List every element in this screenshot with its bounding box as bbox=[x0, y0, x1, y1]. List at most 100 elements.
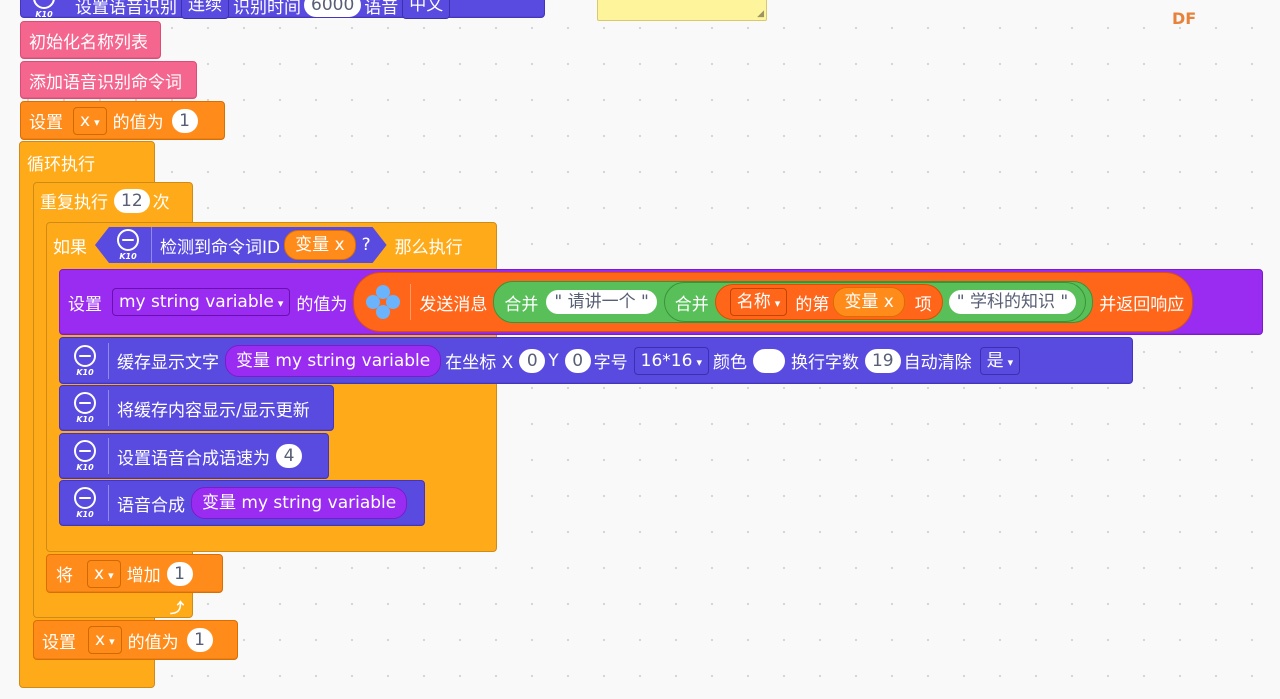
text2-input[interactable]: " 学科的知识 " bbox=[948, 290, 1077, 314]
change-label: 将 bbox=[56, 566, 73, 586]
item-label: 项 bbox=[914, 294, 932, 315]
coord-y-label: Y bbox=[548, 350, 559, 371]
caret-icon: ▾ bbox=[109, 635, 115, 648]
coord-x-label: 在坐标 X bbox=[445, 353, 514, 373]
lang-label: 语音 bbox=[364, 0, 399, 18]
clear-dropdown[interactable]: 是▾ bbox=[979, 346, 1021, 375]
k10-icon bbox=[74, 392, 96, 414]
caret-icon: ▾ bbox=[1007, 355, 1014, 369]
var-x-reporter[interactable]: 变量 x bbox=[833, 287, 905, 317]
comment-note[interactable]: ◢ bbox=[597, 0, 767, 21]
k10-icon bbox=[117, 229, 139, 251]
tts-label: 语音合成 bbox=[117, 495, 185, 516]
repeat-count-input[interactable]: 12 bbox=[114, 188, 150, 213]
join-reporter[interactable]: 合并 " 请讲一个 " 合并 名称▾ 的第 变量 x 项 " 学科的知识 " bbox=[493, 281, 1094, 323]
divider bbox=[108, 390, 109, 426]
init-names-label: 初始化名称列表 bbox=[29, 32, 148, 53]
k10-icon bbox=[74, 344, 96, 367]
k10-icon bbox=[74, 487, 96, 509]
value-label: 的值为 bbox=[296, 294, 348, 315]
add-commands-block[interactable]: 添加语音识别命令词 bbox=[20, 61, 197, 99]
tts-speed-block[interactable]: K10 设置语音合成语速为 4 bbox=[59, 433, 329, 479]
caret-icon: ▾ bbox=[94, 115, 100, 129]
question-mark: ? bbox=[361, 235, 371, 255]
k10-icon bbox=[33, 0, 55, 9]
add-commands-label: 添加语音识别命令词 bbox=[29, 72, 182, 93]
x-input[interactable]: 0 bbox=[519, 348, 546, 373]
cache-label: 缓存显示文字 bbox=[117, 353, 219, 373]
change-x-block[interactable]: 将 x▾ 增加 1 bbox=[46, 554, 223, 593]
speed-input[interactable]: 4 bbox=[276, 444, 302, 468]
k10-badge: K10 bbox=[68, 487, 102, 519]
value-input[interactable]: 1 bbox=[186, 628, 213, 652]
y-input[interactable]: 0 bbox=[564, 348, 591, 373]
set-x-block[interactable]: 设置 x▾ 的值为 1 bbox=[20, 101, 225, 140]
mode-dropdown[interactable]: 连续 bbox=[181, 0, 229, 19]
value-label: 的值为 bbox=[112, 113, 164, 133]
value-input[interactable]: 1 bbox=[171, 108, 198, 133]
caret-icon: ▾ bbox=[277, 297, 284, 310]
var-x-reporter[interactable]: 变量 x bbox=[284, 230, 355, 260]
condition-label: 检测到命令词ID bbox=[160, 237, 281, 258]
k10-badge: K10 bbox=[68, 344, 102, 377]
set-label: 设置 bbox=[68, 294, 102, 315]
time-label: 识别时间 bbox=[233, 0, 301, 18]
cache-text-block[interactable]: K10 缓存显示文字 变量 my string variable 在坐标 X 0… bbox=[59, 337, 1133, 384]
join-reporter-2[interactable]: 合并 名称▾ 的第 变量 x 项 " 学科的知识 " bbox=[663, 282, 1087, 322]
k10-badge: K10 bbox=[68, 392, 102, 424]
wrap-input[interactable]: 19 bbox=[864, 348, 901, 373]
text1-input[interactable]: " 请讲一个 " bbox=[546, 290, 657, 314]
if-label: 如果 bbox=[53, 237, 87, 258]
increment-input[interactable]: 1 bbox=[166, 561, 193, 586]
set-label: 设置 bbox=[29, 113, 63, 133]
var-dropdown[interactable]: x▾ bbox=[88, 626, 122, 654]
show-update-label: 将缓存内容显示/显示更新 bbox=[117, 400, 310, 421]
value-label: 的值为 bbox=[127, 632, 179, 653]
caret-icon: ▾ bbox=[774, 297, 781, 310]
speech-recognition-block[interactable]: K10 设置语音识别 连续 识别时间 6000 语音 中文 bbox=[20, 0, 545, 19]
color-swatch[interactable] bbox=[752, 348, 785, 373]
string-var-reporter[interactable]: 变量 my string variable bbox=[225, 344, 442, 377]
divider bbox=[108, 342, 109, 379]
clear-label: 自动清除 bbox=[903, 353, 972, 373]
init-names-block[interactable]: 初始化名称列表 bbox=[20, 21, 161, 59]
tts-speed-label: 设置语音合成语速为 bbox=[117, 448, 270, 469]
iot-puzzle-icon bbox=[364, 283, 402, 321]
k10-icon bbox=[74, 440, 96, 462]
if-header: 如果 K10 检测到命令词ID 变量 x ? 那么执行 bbox=[53, 226, 463, 264]
join-label-2: 合并 bbox=[674, 294, 709, 315]
k10-badge: K10 bbox=[27, 0, 61, 19]
resize-handle-icon[interactable]: ◢ bbox=[757, 9, 764, 19]
item-of-label: 的第 bbox=[795, 294, 830, 315]
block-label: 设置语音识别 bbox=[75, 0, 177, 18]
divider bbox=[151, 227, 152, 263]
time-input[interactable]: 6000 bbox=[304, 0, 362, 17]
increase-label: 增加 bbox=[126, 566, 161, 586]
then-label: 那么执行 bbox=[394, 237, 463, 258]
lang-dropdown[interactable]: 中文 bbox=[402, 0, 451, 19]
send-label: 发送消息 bbox=[419, 294, 488, 315]
string-var-dropdown[interactable]: my string variable▾ bbox=[112, 288, 291, 316]
string-var-reporter[interactable]: 变量 my string variable bbox=[191, 487, 408, 519]
set-string-block[interactable]: 设置 my string variable▾ 的值为 发送消息 合并 " 请讲一… bbox=[59, 269, 1263, 335]
var-dropdown[interactable]: x▾ bbox=[73, 106, 107, 135]
caret-icon: ▾ bbox=[696, 355, 702, 369]
join-label: 合并 bbox=[504, 294, 539, 315]
tts-block[interactable]: K10 语音合成 变量 my string variable bbox=[59, 480, 425, 526]
send-message-reporter[interactable]: 发送消息 合并 " 请讲一个 " 合并 名称▾ 的第 变量 x 项 " 学科的知… bbox=[353, 272, 1194, 332]
set-x-block-2[interactable]: 设置 x▾ 的值为 1 bbox=[33, 620, 238, 660]
command-detected-condition[interactable]: K10 检测到命令词ID 变量 x ? bbox=[95, 227, 387, 263]
show-update-block[interactable]: K10 将缓存内容显示/显示更新 bbox=[59, 385, 334, 431]
forever-label: 循环执行 bbox=[27, 155, 95, 175]
repeat-header: 重复执行 12 次 bbox=[40, 188, 170, 213]
list-item-reporter[interactable]: 名称▾ 的第 变量 x 项 bbox=[714, 284, 943, 320]
repeat-suffix: 次 bbox=[152, 193, 170, 213]
list-dropdown[interactable]: 名称▾ bbox=[729, 288, 788, 316]
var-dropdown[interactable]: x▾ bbox=[87, 559, 121, 588]
df-label: DF bbox=[1172, 9, 1197, 28]
reply-label: 并返回响应 bbox=[1099, 294, 1185, 315]
k10-badge: K10 bbox=[68, 440, 102, 472]
wrap-label: 换行字数 bbox=[790, 353, 859, 373]
font-dropdown[interactable]: 16*16▾ bbox=[633, 346, 709, 375]
set-label: 设置 bbox=[42, 632, 76, 653]
